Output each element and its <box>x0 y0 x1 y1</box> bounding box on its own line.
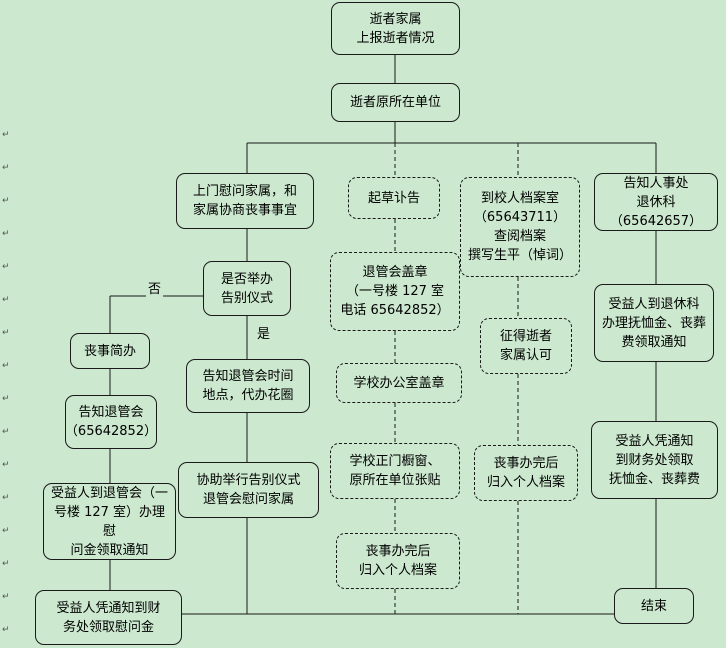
end-text: 结束 <box>640 598 667 614</box>
visit-family-text: 上门慰问家属，和 家属协商丧事事宜 <box>192 184 297 218</box>
no-branch-label: 否 <box>146 278 164 297</box>
retire-stamp-node: 退管会盖章 （一号楼 127 室 电话 65642852） <box>330 252 460 331</box>
beneficiary-retire-text: 受益人到退休科 办理抚恤金、丧葬 费领取通知 <box>601 296 706 350</box>
beneficiary-finance-node: 受益人凭通知 到财务处领取 抚恤金、丧葬费 <box>591 421 718 499</box>
assist-ceremony-text: 协助举行告别仪式 退管会慰问家属 <box>196 473 301 507</box>
notify-retire-committee-node: 告知退管会时间 地点，代办花圈 <box>186 359 310 413</box>
family-report-text: 逝者家属 上报逝者情况 <box>356 11 435 46</box>
end-node: 结束 <box>614 588 694 624</box>
paragraph-mark: ↵ <box>2 130 10 140</box>
notify-retire-committee-text: 告知退管会时间 地点，代办花圈 <box>202 369 294 403</box>
paragraph-mark: ↵ <box>2 196 10 206</box>
unit-text: 逝者原所在单位 <box>349 95 441 110</box>
archives-text: 到校人档案室 （65643711） 查阅档案 撰写生平（悼词） <box>467 191 572 263</box>
hold-ceremony-node: 是否举办 告别仪式 <box>203 261 291 316</box>
archive-a-node: 丧事办完后 归入个人档案 <box>474 445 578 501</box>
notify-hr-text: 告知人事处 退休科（65642657） <box>609 175 703 229</box>
yes-branch-label: 是 <box>255 323 273 342</box>
collect-condolence-node: 受益人凭通知到财 务处领取慰问金 <box>35 590 182 645</box>
paragraph-mark: ↵ <box>2 625 10 635</box>
office-stamp-node: 学校办公室盖章 <box>336 363 462 403</box>
notify-retire-office-text: 告知退管会 （65642852） <box>64 405 158 439</box>
draft-obituary-text: 起草讣告 <box>367 190 420 206</box>
post-notice-node: 学校正门橱窗、 原所在单位张贴 <box>330 443 460 499</box>
paragraph-mark: ↵ <box>2 427 10 437</box>
simple-funeral-text: 丧事简办 <box>83 343 136 359</box>
archive-b-node: 丧事办完后 归入个人档案 <box>336 533 460 589</box>
post-notice-text: 学校正门橱窗、 原所在单位张贴 <box>349 454 441 488</box>
retire-stamp-text: 退管会盖章 （一号楼 127 室 电话 65642852） <box>340 265 450 318</box>
notify-retire-office-node: 告知退管会 （65642852） <box>65 395 157 449</box>
paragraph-mark: ↵ <box>2 460 10 470</box>
unit-node: 逝者原所在单位 <box>331 83 460 122</box>
beneficiary-finance-text: 受益人凭通知 到财务处领取 抚恤金、丧葬费 <box>608 433 700 487</box>
paragraph-mark: ↵ <box>2 559 10 569</box>
office-stamp-text: 学校办公室盖章 <box>353 375 445 391</box>
collect-condolence-text: 受益人凭通知到财 务处领取慰问金 <box>56 600 161 635</box>
paragraph-mark: ↵ <box>2 493 10 503</box>
notify-hr-node: 告知人事处 退休科（65642657） <box>594 173 718 231</box>
archive-a-text: 丧事办完后 归入个人档案 <box>486 456 565 490</box>
visit-family-node: 上门慰问家属，和 家属协商丧事事宜 <box>176 173 314 229</box>
family-approval-node: 征得逝者 家属认可 <box>480 318 572 374</box>
family-approval-text: 征得逝者 家属认可 <box>499 329 552 363</box>
paragraph-mark: ↵ <box>2 163 10 173</box>
paragraph-mark: ↵ <box>2 526 10 536</box>
family-report-node: 逝者家属 上报逝者情况 <box>331 2 460 55</box>
paragraph-mark: ↵ <box>2 592 10 602</box>
archive-b-text: 丧事办完后 归入个人档案 <box>358 544 437 578</box>
paragraph-mark: ↵ <box>2 229 10 239</box>
assist-ceremony-node: 协助举行告别仪式 退管会慰问家属 <box>178 462 319 518</box>
paragraph-mark: ↵ <box>2 361 10 371</box>
paragraph-mark: ↵ <box>2 394 10 404</box>
paragraph-mark: ↵ <box>2 262 10 272</box>
beneficiary-committee-node: 受益人到退管会（一 号楼 127 室）办理慰 问金领取通知 <box>43 483 176 560</box>
beneficiary-committee-text: 受益人到退管会（一 号楼 127 室）办理慰 问金领取通知 <box>50 485 168 558</box>
hold-ceremony-text: 是否举办 告别仪式 <box>220 271 273 306</box>
paragraph-mark: ↵ <box>2 328 10 338</box>
archives-node: 到校人档案室 （65643711） 查阅档案 撰写生平（悼词） <box>460 177 580 277</box>
simple-funeral-node: 丧事简办 <box>70 333 150 369</box>
beneficiary-retire-node: 受益人到退休科 办理抚恤金、丧葬 费领取通知 <box>594 284 714 362</box>
paragraph-mark: ↵ <box>2 295 10 305</box>
draft-obituary-node: 起草讣告 <box>348 177 440 219</box>
